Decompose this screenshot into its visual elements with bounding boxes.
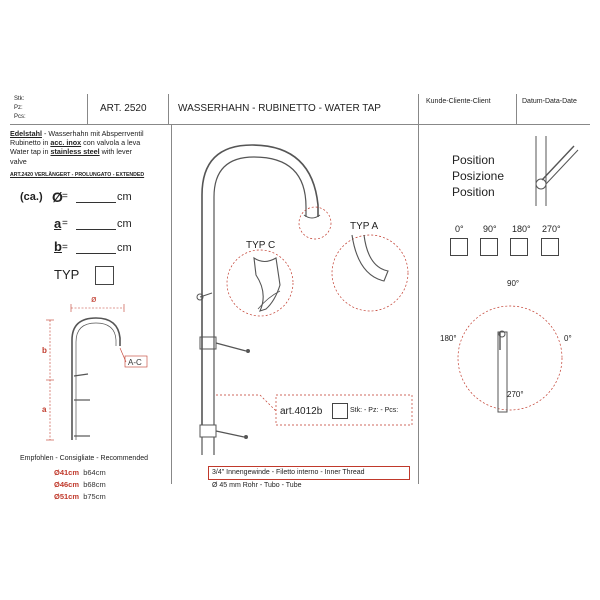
extended-note: ART.2420 VERLÄNGERT - PROLUNGATO - EXTEN…: [10, 172, 145, 178]
b-field[interactable]: [76, 253, 116, 254]
tube-label: Ø 45 mm Rohr - Tubo - Tube: [212, 482, 302, 489]
a-unit: cm: [117, 218, 132, 230]
material-de: Edelstahl: [10, 129, 42, 138]
small-ac-label: A-C: [128, 358, 142, 367]
thread-box: [208, 466, 410, 480]
dial-right-label: 0°: [564, 334, 572, 343]
divider: [168, 94, 169, 124]
dial-top-label: 90°: [507, 279, 520, 288]
b-label: b: [54, 239, 62, 254]
position-angle-0: 0°: [455, 224, 464, 234]
position-checkbox-0[interactable]: [450, 238, 468, 256]
divider: [87, 94, 88, 124]
description-line-3: Water tap in stainless steel with lever: [10, 147, 132, 157]
small-a-label: a: [42, 405, 47, 414]
column-divider-left: [171, 124, 172, 484]
typ-checkbox[interactable]: [95, 266, 114, 285]
typ-label: TYP: [54, 267, 80, 282]
art-qty-label: Stk: - Pz: - Pcs:: [350, 407, 399, 414]
divider: [418, 94, 419, 124]
position-angle-270: 270°: [542, 224, 561, 234]
dial-bottom-label: 270°: [507, 390, 524, 399]
description-line-2: Rubinetto in acc. inox con valvola a lev…: [10, 138, 141, 148]
position-checkbox-90[interactable]: [480, 238, 498, 256]
b-unit: cm: [117, 242, 132, 254]
main-tap-drawing: TYP C TYP A: [196, 144, 413, 455]
diameter-eq: =: [62, 191, 68, 202]
art-code: art.4012b: [280, 406, 323, 417]
document-title: WASSERHAHN - RUBINETTO - WATER TAP: [178, 103, 381, 114]
header-pcs: Pcs:: [14, 114, 26, 120]
position-title-it: Posizione: [452, 169, 505, 183]
divider: [516, 94, 517, 124]
header-stk: Stk:: [14, 96, 25, 102]
a-label: a: [54, 216, 62, 231]
typ-c-label: TYP C: [246, 240, 275, 251]
diameter-field[interactable]: [76, 202, 116, 203]
header-pz: Pz:: [14, 105, 23, 111]
article-number: ART. 2520: [100, 103, 147, 114]
recommended-row: Ø41cm b64cm: [54, 468, 106, 477]
b-eq: =: [62, 242, 68, 253]
dial-left-label: 180°: [440, 334, 457, 343]
client-label: Kunde-Cliente-Client: [426, 98, 491, 105]
diameter-label: Ø: [52, 189, 63, 205]
position-title-de: Position: [452, 153, 495, 167]
position-icon: [535, 136, 579, 206]
a-field[interactable]: [76, 229, 116, 230]
recommended-row: Ø51cm b75cm: [54, 492, 106, 501]
position-angle-180: 180°: [512, 224, 531, 234]
small-tap-drawing: ø b a A-C: [42, 294, 148, 441]
position-dial: [457, 305, 563, 413]
small-diam-label: ø: [91, 294, 97, 304]
recommended-row: Ø46cm b68cm: [54, 480, 106, 489]
recommended-title: Empfohlen - Consigliate - Recommended: [20, 455, 149, 462]
typ-a-label: TYP A: [350, 221, 378, 232]
product-description: Edelstahl - Wasserhahn mit Absperrventil…: [10, 129, 172, 166]
a-eq: =: [62, 218, 68, 229]
header-row: Stk: Pz: Pcs: ART. 2520 WASSERHAHN - RUB…: [14, 94, 589, 124]
material-en: stainless steel: [50, 147, 100, 157]
small-b-label: b: [42, 346, 47, 355]
position-title-en: Position: [452, 185, 495, 199]
description-line-4: valve: [10, 156, 27, 166]
recommended-table: Ø41cm b64cm Ø46cm b68cm Ø51cm b75cm: [54, 467, 106, 503]
ca-label: (ca.): [20, 191, 43, 203]
art-qty-checkbox[interactable]: [332, 403, 348, 419]
material-it: acc. inox: [50, 138, 82, 148]
header-divider: [10, 124, 590, 125]
thread-label: 3/4" Innengewinde - Filetto interno - In…: [212, 469, 365, 476]
position-checkbox-270[interactable]: [541, 238, 559, 256]
diameter-unit: cm: [117, 191, 132, 203]
date-label: Datum-Data-Date: [522, 98, 577, 105]
description-line-1: Edelstahl - Wasserhahn mit Absperrventil: [10, 129, 144, 138]
column-divider-right: [418, 124, 419, 484]
position-checkbox-180[interactable]: [510, 238, 528, 256]
position-angle-90: 90°: [483, 224, 497, 234]
